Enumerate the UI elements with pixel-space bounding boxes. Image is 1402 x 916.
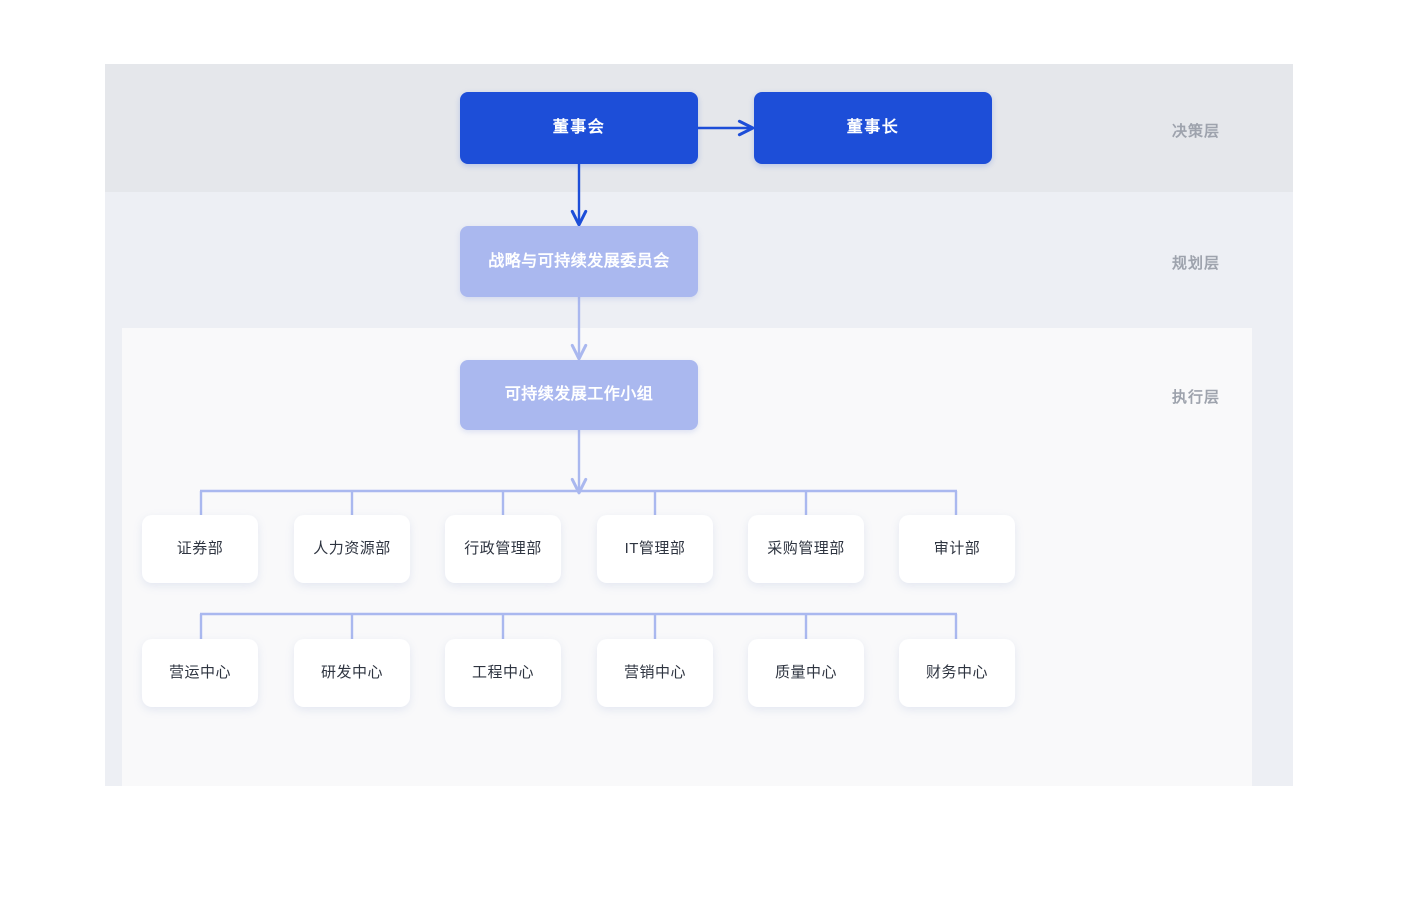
node-department-r2-c5[interactable]: 质量中心: [748, 639, 864, 707]
node-sustainability-workgroup[interactable]: 可持续发展工作小组: [460, 360, 698, 430]
layer-label-execution: 执行层: [1172, 389, 1221, 406]
layer-label-decision: 决策层: [1172, 123, 1221, 140]
node-department-r1-c6[interactable]: 审计部: [899, 515, 1015, 583]
layer-label-planning: 规划层: [1172, 255, 1221, 272]
node-department-r2-c1[interactable]: 营运中心: [142, 639, 258, 707]
node-board[interactable]: 董事会: [460, 92, 698, 164]
layer-band-decision: [105, 64, 1293, 192]
node-chairman[interactable]: 董事长: [754, 92, 992, 164]
node-strategy-committee[interactable]: 战略与可持续发展委员会: [460, 226, 698, 297]
node-department-r2-c3[interactable]: 工程中心: [445, 639, 561, 707]
node-department-r1-c3[interactable]: 行政管理部: [445, 515, 561, 583]
node-department-r2-c4[interactable]: 营销中心: [597, 639, 713, 707]
node-department-r1-c2[interactable]: 人力资源部: [294, 515, 410, 583]
node-department-r1-c4[interactable]: IT管理部: [597, 515, 713, 583]
node-department-r1-c1[interactable]: 证券部: [142, 515, 258, 583]
node-department-r2-c2[interactable]: 研发中心: [294, 639, 410, 707]
node-department-r1-c5[interactable]: 采购管理部: [748, 515, 864, 583]
layer-band-planning: [105, 192, 1293, 328]
node-department-r2-c6[interactable]: 财务中心: [899, 639, 1015, 707]
